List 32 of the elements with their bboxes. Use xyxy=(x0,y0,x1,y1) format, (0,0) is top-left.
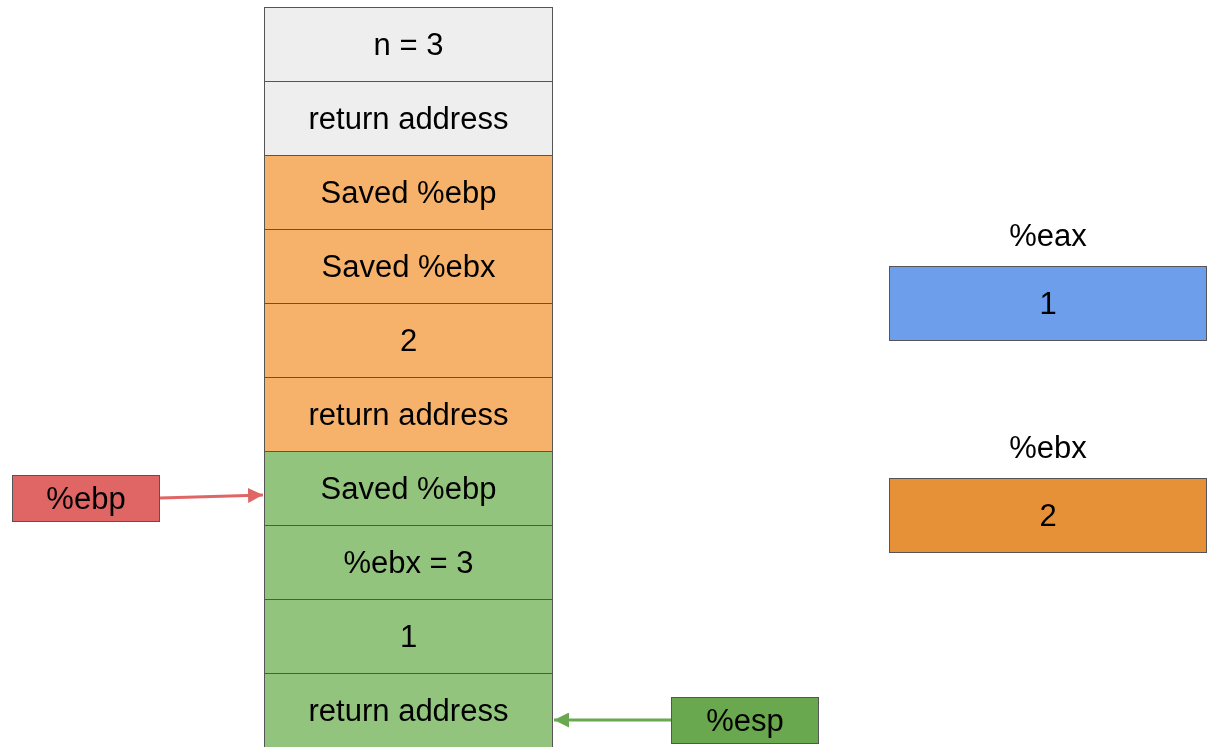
pointer-box xyxy=(671,697,819,744)
cell-text: 2 xyxy=(399,325,418,356)
register-name: %eax xyxy=(1008,220,1088,251)
stack-cell xyxy=(264,599,553,674)
stack-cell xyxy=(264,155,553,230)
cell-text: 1 xyxy=(1039,288,1057,319)
cell-text: %ebp xyxy=(46,483,126,514)
cell-text: return address xyxy=(308,103,509,134)
stack-cell xyxy=(264,451,553,526)
cell-text: %esp xyxy=(706,705,784,736)
stack-cell xyxy=(264,377,553,452)
cell-text: 1 xyxy=(399,621,418,652)
register-box xyxy=(889,478,1207,553)
stack-cell xyxy=(264,525,553,600)
stack-cell xyxy=(264,303,553,378)
pointer-box xyxy=(12,475,160,522)
cell-text: %ebx = 3 xyxy=(343,547,474,578)
cell-text: Saved %ebp xyxy=(320,177,497,208)
cell-text: Saved %ebx xyxy=(321,251,496,282)
stack-cell xyxy=(264,673,553,747)
register-name: %ebx xyxy=(1008,432,1088,463)
cell-text: return address xyxy=(308,399,509,430)
register-box xyxy=(889,266,1207,341)
cell-text: return address xyxy=(308,695,509,726)
cell-text: Saved %ebp xyxy=(320,473,497,504)
cell-text: n = 3 xyxy=(373,29,444,60)
cell-text: 2 xyxy=(1039,500,1057,531)
stack-cell xyxy=(264,81,553,156)
arrow xyxy=(554,712,671,728)
stack-cell xyxy=(264,7,553,82)
arrow xyxy=(159,487,264,503)
stack-cell xyxy=(264,229,553,304)
